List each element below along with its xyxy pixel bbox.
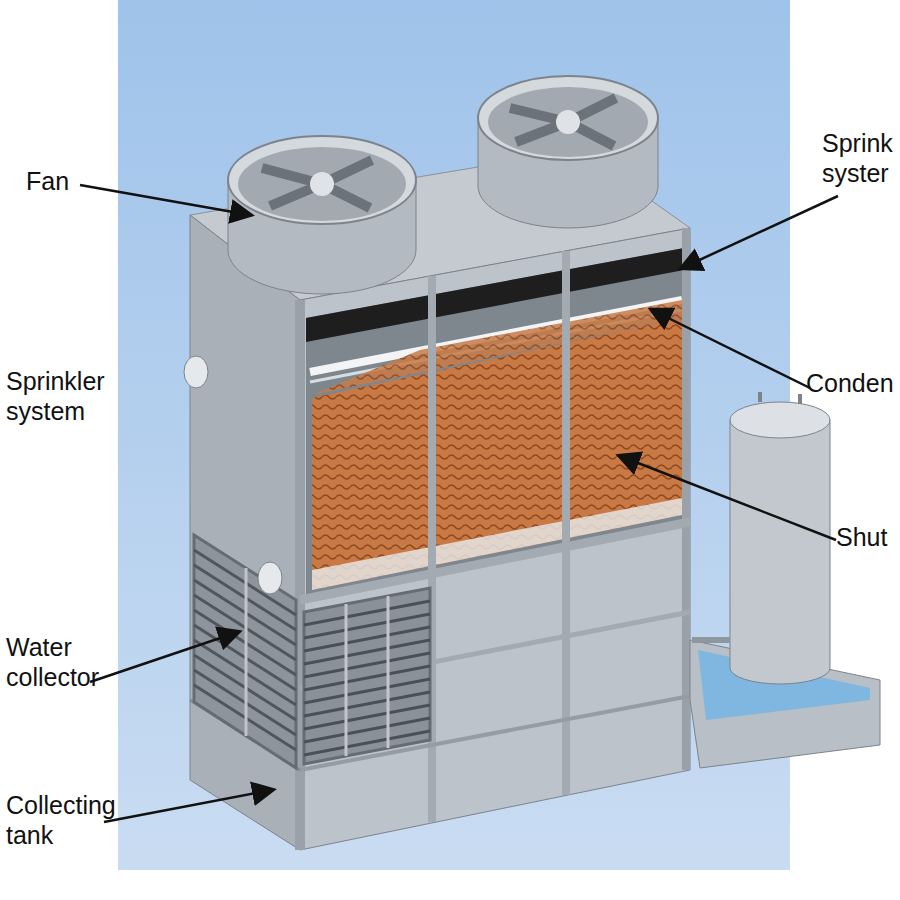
fan: [228, 136, 416, 294]
vessel-top: [730, 402, 830, 438]
left-face: [190, 215, 300, 850]
leader-lines: [80, 185, 838, 822]
front-louvers: [304, 588, 430, 764]
part-label: Sprink syster: [822, 128, 900, 188]
frame-post: [682, 228, 690, 770]
pipe-nozzle: [258, 562, 282, 594]
coil-base: [312, 498, 682, 590]
side-louvers: [194, 535, 296, 768]
coil-block: [312, 318, 682, 590]
frame-beam: [300, 522, 690, 600]
part-label: Water collector: [6, 632, 126, 692]
background-panel: [118, 0, 790, 870]
frame-post: [562, 251, 570, 795]
part-label: Fan: [26, 166, 86, 196]
pipe-nozzle: [184, 356, 208, 388]
part-label: Shut: [836, 522, 900, 552]
part-label: Collecting tank: [6, 790, 136, 850]
vessel-valve: [798, 394, 802, 404]
vessel-pipe: [692, 637, 730, 643]
receiver-vessel: [730, 420, 830, 684]
part-label: Conden: [806, 368, 900, 398]
interior: [306, 248, 684, 600]
fan: [478, 76, 658, 228]
vessel-valve: [758, 392, 762, 402]
front-face: [300, 228, 690, 850]
part-label: Sprinkler system: [6, 366, 136, 426]
